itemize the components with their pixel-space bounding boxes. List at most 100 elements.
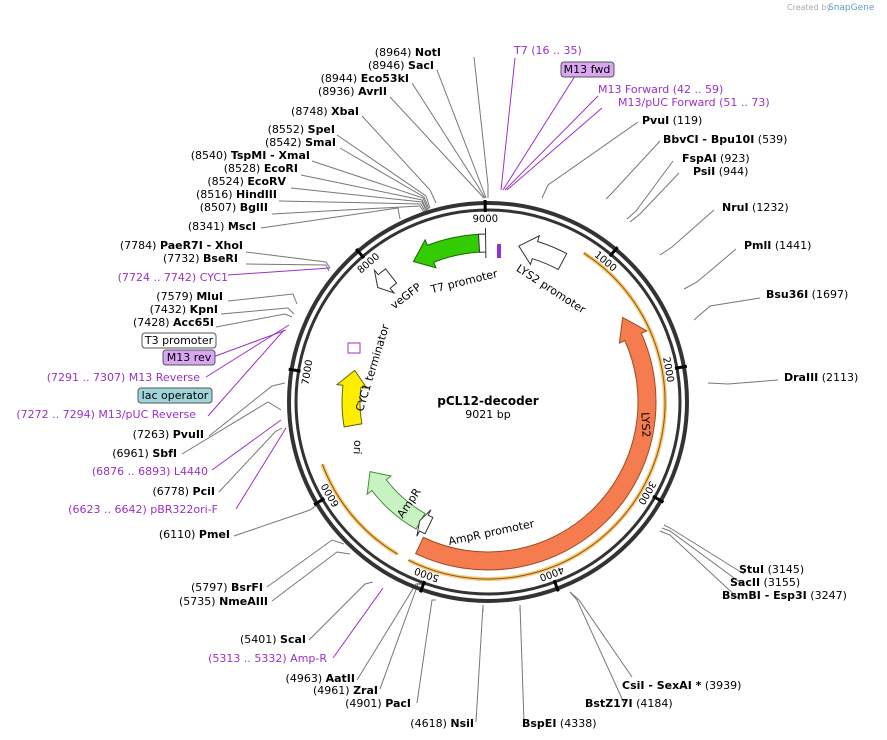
ampr-promoter-feature[interactable] <box>416 509 434 537</box>
site-label[interactable]: (8542) SmaI <box>265 136 336 149</box>
site-label[interactable]: CsiI - SexAI * (3939) <box>622 679 741 692</box>
t3-promoter-label: T3 promoter <box>144 334 214 347</box>
lac-operator-box[interactable] <box>137 387 213 404</box>
primer-label[interactable]: M13 Forward (42 .. 59) <box>598 83 723 96</box>
site-name: Acc65I <box>173 316 214 329</box>
primer-label[interactable]: M13/pUC Forward (51 .. 73) <box>618 96 770 109</box>
site-label[interactable]: (7263) PvuII <box>133 428 204 441</box>
site-position: (1441) <box>771 239 811 252</box>
primer-label[interactable]: (7291 .. 7307) M13 Reverse <box>47 371 200 384</box>
site-label[interactable]: (8552) SpeI <box>268 123 335 136</box>
tick-mark <box>419 580 426 593</box>
site-name: NotI <box>415 46 441 59</box>
primer-label[interactable]: (6876 .. 6893) L4440 <box>92 465 208 478</box>
site-name: SpeI <box>308 123 335 136</box>
site-label[interactable]: SacII (3155) <box>730 576 800 589</box>
features <box>335 228 657 571</box>
tick-mark <box>674 364 688 370</box>
site-label[interactable]: BsmBI - Esp3I (3247) <box>722 589 847 602</box>
site-label[interactable]: Bsu36I (1697) <box>766 288 848 301</box>
primer-label[interactable]: (7724 .. 7742) CYC1 <box>118 271 228 284</box>
site-labels: (8964) NotI(8946) SacI(8944) Eco53kI(893… <box>112 46 858 730</box>
site-label[interactable]: (8748) XbaI <box>291 105 359 118</box>
lac-operator-label: lac operator <box>142 389 209 402</box>
site-label[interactable]: BstZ17I (4184) <box>585 697 673 710</box>
site-name: MluI <box>196 290 223 303</box>
site-label[interactable]: StuI (3145) <box>739 563 804 576</box>
site-position: (3155) <box>760 576 800 589</box>
site-label[interactable]: (5735) NmeAIII <box>179 595 268 608</box>
site-label[interactable]: (8524) EcoRV <box>207 175 286 188</box>
site-name: EcoRI <box>264 162 298 175</box>
site-label[interactable]: BbvCI - Bpu10I (539) <box>663 133 787 146</box>
site-name: PciI <box>193 485 215 498</box>
site-label[interactable]: DraIII (2113) <box>784 371 858 384</box>
site-position: (4618) <box>410 717 450 730</box>
site-label[interactable]: (4901) PacI <box>345 697 411 710</box>
lys2-promoter-feature[interactable] <box>518 234 568 271</box>
boxed-labels: M13 fwd T3 promoter M13 rev lac operator <box>137 61 615 404</box>
plasmid-length: 9021 bp <box>465 408 510 421</box>
site-label[interactable]: (7732) BseRI <box>163 252 238 265</box>
site-position: (7579) <box>156 290 196 303</box>
t7-marker <box>497 244 501 258</box>
t3-promoter-box[interactable] <box>141 332 217 349</box>
ampr-orf-line <box>321 464 398 555</box>
site-label[interactable]: (4963) AatII <box>286 672 355 685</box>
site-label[interactable]: (6778) PciI <box>152 485 215 498</box>
site-name: PmlI <box>744 239 771 252</box>
site-label[interactable]: (8528) EcoRI <box>224 162 298 175</box>
ampr-promoter-label: AmpR promoter <box>447 517 536 548</box>
site-label[interactable]: (6110) PmeI <box>159 528 230 541</box>
m13-fwd-box[interactable] <box>560 61 615 78</box>
t7-promoter-label: T7 promoter <box>428 267 499 296</box>
vegfp-feature[interactable] <box>412 233 485 269</box>
ori-feature[interactable] <box>335 369 368 428</box>
site-label[interactable]: PvuI (119) <box>642 114 702 127</box>
site-label[interactable]: NruI (1232) <box>722 201 789 214</box>
primer-label[interactable]: T7 (16 .. 35) <box>513 44 582 57</box>
primer-label[interactable]: (5313 .. 5332) Amp-R <box>208 652 327 665</box>
site-position: (8944) <box>321 72 361 85</box>
site-label[interactable]: (7432) KpnI <box>150 303 218 316</box>
site-name: Bsu36I <box>766 288 808 301</box>
site-position: (8516) <box>196 188 236 201</box>
t7-promoter-feature[interactable] <box>477 228 487 259</box>
site-label[interactable]: (4618) NsiI <box>410 717 474 730</box>
site-label[interactable]: PsiI (944) <box>693 165 748 178</box>
site-label[interactable]: (5797) BsrFI <box>191 581 263 594</box>
site-label[interactable]: (8516) HindIII <box>196 188 277 201</box>
lys2-feature[interactable] <box>414 316 657 571</box>
site-name: StuI <box>739 563 764 576</box>
site-label[interactable]: (8341) MscI <box>188 220 256 233</box>
site-label[interactable]: (8944) Eco53kI <box>321 72 409 85</box>
site-label[interactable]: (8964) NotI <box>375 46 441 59</box>
site-label[interactable]: FspAI (923) <box>682 152 750 165</box>
primer-label[interactable]: (6623 .. 6642) pBR322ori-F <box>68 503 218 516</box>
site-position: (8936) <box>318 85 358 98</box>
m13-rev-box[interactable] <box>162 349 216 366</box>
site-label[interactable]: BspEI (4338) <box>522 717 597 730</box>
tick-label: 9000 <box>473 214 499 225</box>
site-label[interactable]: (8540) TspMI - XmaI <box>191 149 310 162</box>
primer-labels: T7 (16 .. 35) M13 Forward (42 .. 59)M13/p… <box>16 44 769 665</box>
site-label[interactable]: (7784) PaeR7I - XhoI <box>120 239 243 252</box>
cyc1-terminator-feature[interactable] <box>373 268 398 294</box>
site-label[interactable]: (7579) MluI <box>156 290 223 303</box>
tick-mark <box>652 494 665 504</box>
site-label[interactable]: (6961) SbfI <box>112 447 177 460</box>
site-position: (3939) <box>701 679 741 692</box>
site-label[interactable]: (8936) AvrII <box>318 85 387 98</box>
site-name: AvrII <box>358 85 387 98</box>
site-label[interactable]: (7428) Acc65I <box>133 316 214 329</box>
site-label[interactable]: (8507) BglII <box>200 201 268 214</box>
site-position: (7784) <box>120 239 160 252</box>
site-label[interactable]: (4961) ZraI <box>313 684 378 697</box>
site-label[interactable]: PmlI (1441) <box>744 239 811 252</box>
site-name: KpnI <box>190 303 218 316</box>
site-label[interactable]: (8946) SacI <box>368 59 434 72</box>
ampr-feature[interactable] <box>366 471 426 530</box>
site-name: CsiI - SexAI * <box>622 679 702 692</box>
site-label[interactable]: (5401) ScaI <box>240 633 306 646</box>
primer-label[interactable]: (7272 .. 7294) M13/pUC Reverse <box>16 408 196 421</box>
